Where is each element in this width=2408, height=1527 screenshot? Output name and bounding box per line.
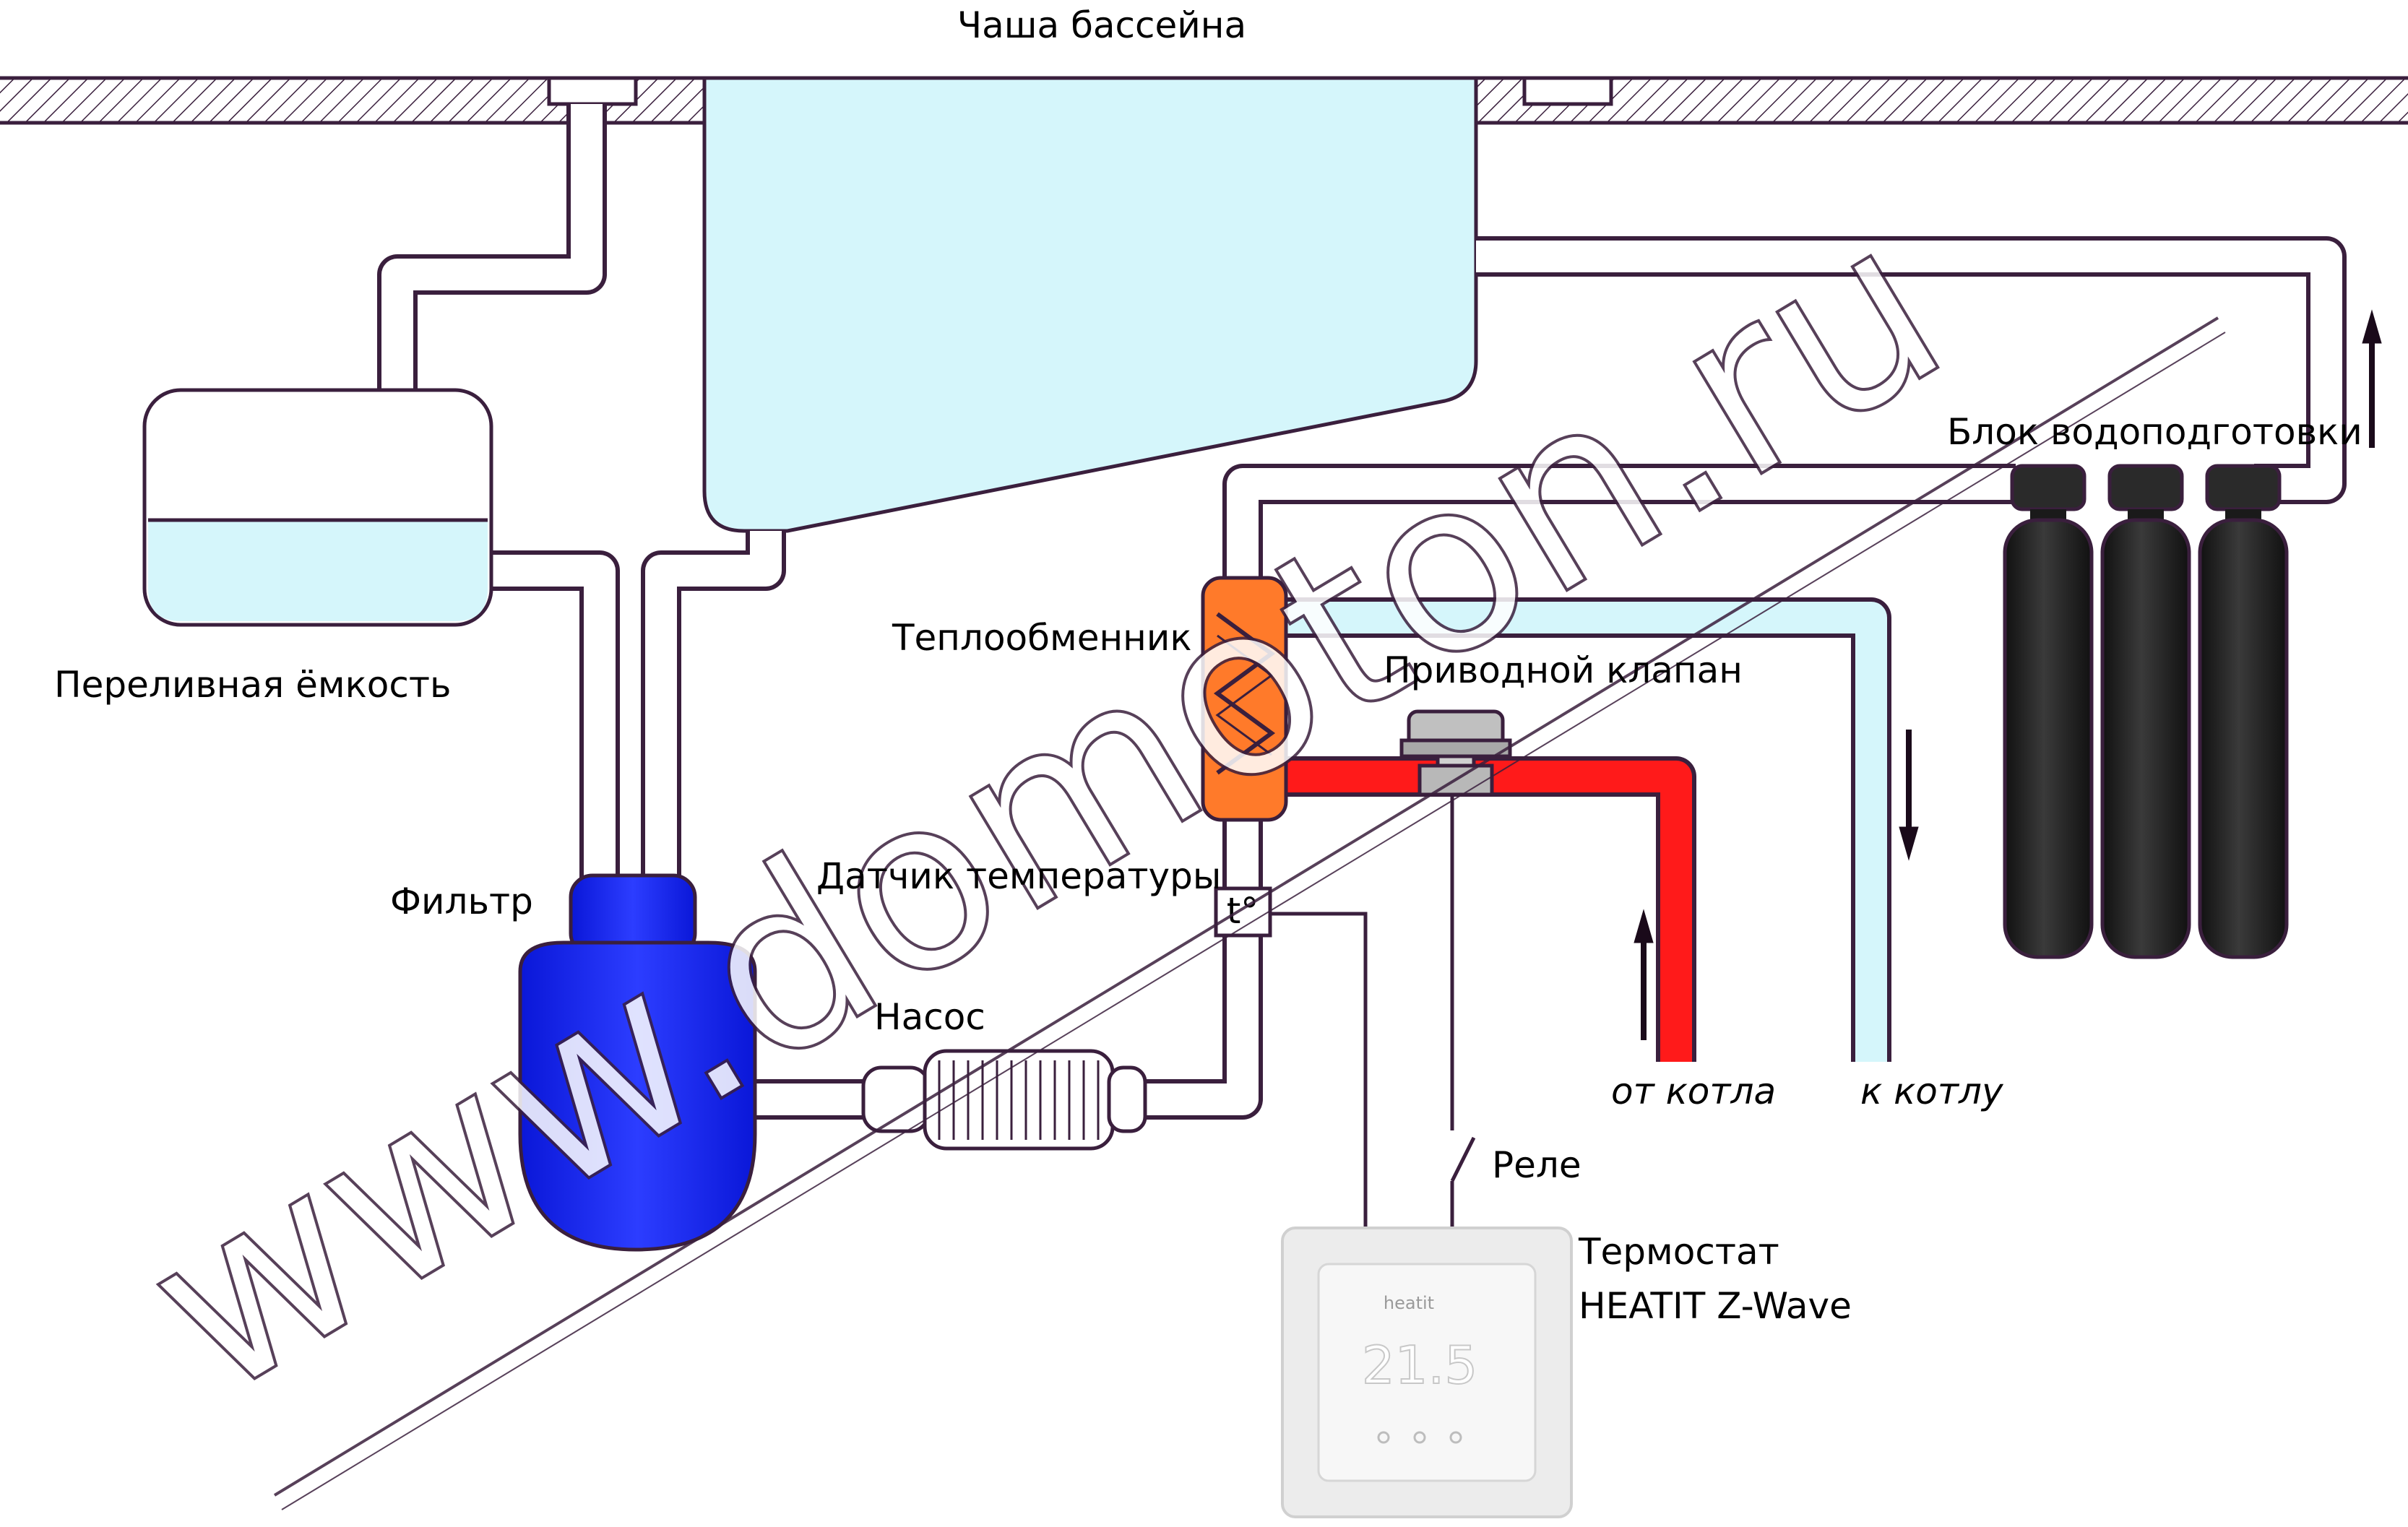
thermostat-brand: heatit xyxy=(1384,1293,1434,1313)
arrow-up-icon xyxy=(2362,309,2382,448)
label-filter: Фильтр xyxy=(390,881,533,922)
pipe-from-boiler xyxy=(1264,756,1696,1062)
label-water-treatment: Блок водоподготовки xyxy=(1947,411,2362,453)
pipe-skimmer-to-tank xyxy=(377,104,607,390)
label-heat-exchanger: Теплообменник xyxy=(892,617,1192,659)
sensor-symbol: t° xyxy=(1227,890,1259,932)
skimmer-right xyxy=(1522,76,1613,106)
temperature-sensor: t° xyxy=(1214,886,1272,938)
filter xyxy=(518,873,757,1252)
pool-bowl xyxy=(702,76,1478,533)
pipe-to-boiler xyxy=(1264,597,1891,1062)
water-treatment-unit xyxy=(2003,464,2289,959)
thermostat-button-plus[interactable] xyxy=(1449,1431,1462,1444)
pump xyxy=(861,1049,1147,1151)
label-relay: Реле xyxy=(1492,1144,1581,1186)
thermostat-display: 21.5 xyxy=(1362,1335,1477,1396)
thermostat-button-minus[interactable] xyxy=(1377,1431,1390,1444)
thermostat: heatit 21.5 xyxy=(1281,1227,1573,1518)
label-to-boiler: к котлу xyxy=(1860,1070,2004,1112)
arrow-up-icon xyxy=(1634,909,1654,1040)
pipe-treatment-to-pool xyxy=(1476,236,2347,504)
treatment-tank-2 xyxy=(2100,464,2191,959)
heat-exchanger xyxy=(1201,576,1288,822)
label-pump: Насос xyxy=(874,996,985,1038)
label-temp-sensor: Датчик температуры xyxy=(816,855,1221,897)
relay-switch-icon xyxy=(1450,1136,1476,1232)
pipe-exchanger-to-treatment xyxy=(1222,464,2016,581)
pipe-pool-to-filter xyxy=(641,531,786,878)
drive-valve xyxy=(1399,709,1512,797)
treatment-tank-1 xyxy=(2003,464,2094,959)
arrow-icon xyxy=(1634,309,2382,1040)
skimmer-left xyxy=(547,76,638,106)
label-thermostat-line2: HEATIT Z-Wave xyxy=(1579,1285,1852,1327)
label-thermostat-line1: Термостат xyxy=(1578,1231,1779,1273)
treatment-tank-3 xyxy=(2198,464,2289,959)
label-overflow-tank: Переливная ёмкость xyxy=(54,664,451,706)
label-drive-valve: Приводной клапан xyxy=(1384,649,1743,691)
arrow-down-icon xyxy=(1899,730,1919,861)
pipe-tank-to-filter xyxy=(488,550,620,878)
sensor-wire xyxy=(1270,912,1368,1232)
overflow-tank xyxy=(142,388,493,627)
label-from-boiler: от котла xyxy=(1611,1070,1776,1112)
thermostat-button-power[interactable] xyxy=(1413,1431,1426,1444)
label-pool-bowl: Чаша бассейна xyxy=(957,4,1246,46)
